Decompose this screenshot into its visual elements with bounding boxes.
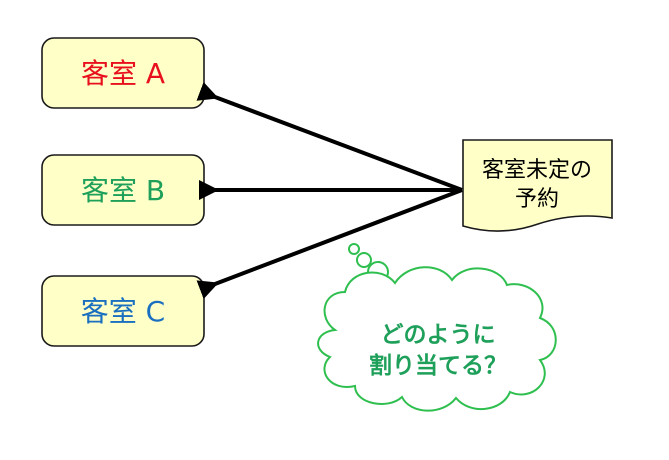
room-a-node: 客室 A <box>41 37 205 109</box>
thought-cloud: どのように 割り当てる？ <box>317 243 557 412</box>
thought-bubble-medium <box>356 252 372 268</box>
arrow-to-room-a <box>196 82 463 192</box>
reservation-line-2: 予約 <box>515 187 559 212</box>
thought-line-2: 割り当てる？ <box>369 352 507 379</box>
thought-bubble-small <box>348 243 360 255</box>
room-c-node: 客室 C <box>41 275 205 347</box>
room-a-box <box>41 37 205 109</box>
reservation-document-shape <box>462 139 613 232</box>
reservation-line-1: 客室未定の <box>482 158 592 183</box>
room-b-node: 客室 B <box>41 154 205 226</box>
reservation-document: 客室未定の 予約 <box>462 139 613 232</box>
thought-line-1: どのように <box>381 322 496 348</box>
room-c-label: 客室 C <box>81 295 165 328</box>
room-c-box <box>41 275 205 347</box>
room-b-label: 客室 B <box>81 174 165 207</box>
thought-cloud-shape <box>317 266 557 412</box>
arrow-to-room-c <box>196 188 463 300</box>
room-a-label: 客室 A <box>81 57 165 90</box>
